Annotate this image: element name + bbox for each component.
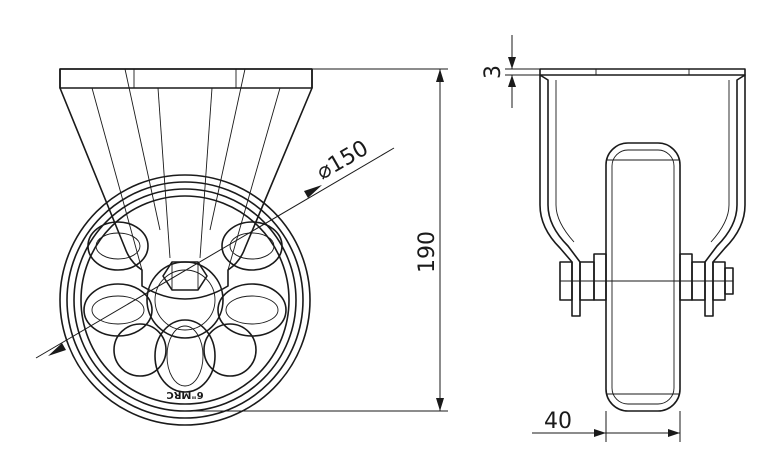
- width-label: 40: [544, 409, 572, 434]
- axle-assembly: [559, 253, 734, 301]
- top-plate: [539, 68, 746, 76]
- thickness-label: 3: [481, 65, 506, 79]
- wheel-spokes: [83, 221, 287, 393]
- wheel-tire-outer: [59, 174, 311, 426]
- axle-nut: [162, 261, 208, 291]
- thickness-dimension: 3: [481, 35, 540, 108]
- wheel-tire-inner: [66, 181, 304, 419]
- height-dimension: 190: [185, 68, 448, 412]
- fork-leg-left: [539, 74, 581, 317]
- side-wheel: [605, 142, 681, 412]
- height-label: 190: [415, 231, 440, 273]
- front-view: 6"MRC ⌀150 190: [35, 68, 448, 426]
- fork-leg-right: [704, 74, 746, 317]
- caster-fork: [59, 68, 313, 300]
- width-dimension: 40: [532, 409, 681, 442]
- wheel-rim-outer: [73, 188, 297, 412]
- wheel-rim-inner: [80, 195, 290, 405]
- side-view: 3 40: [481, 35, 746, 442]
- wheel-marking-text: 6"MRC: [166, 389, 203, 400]
